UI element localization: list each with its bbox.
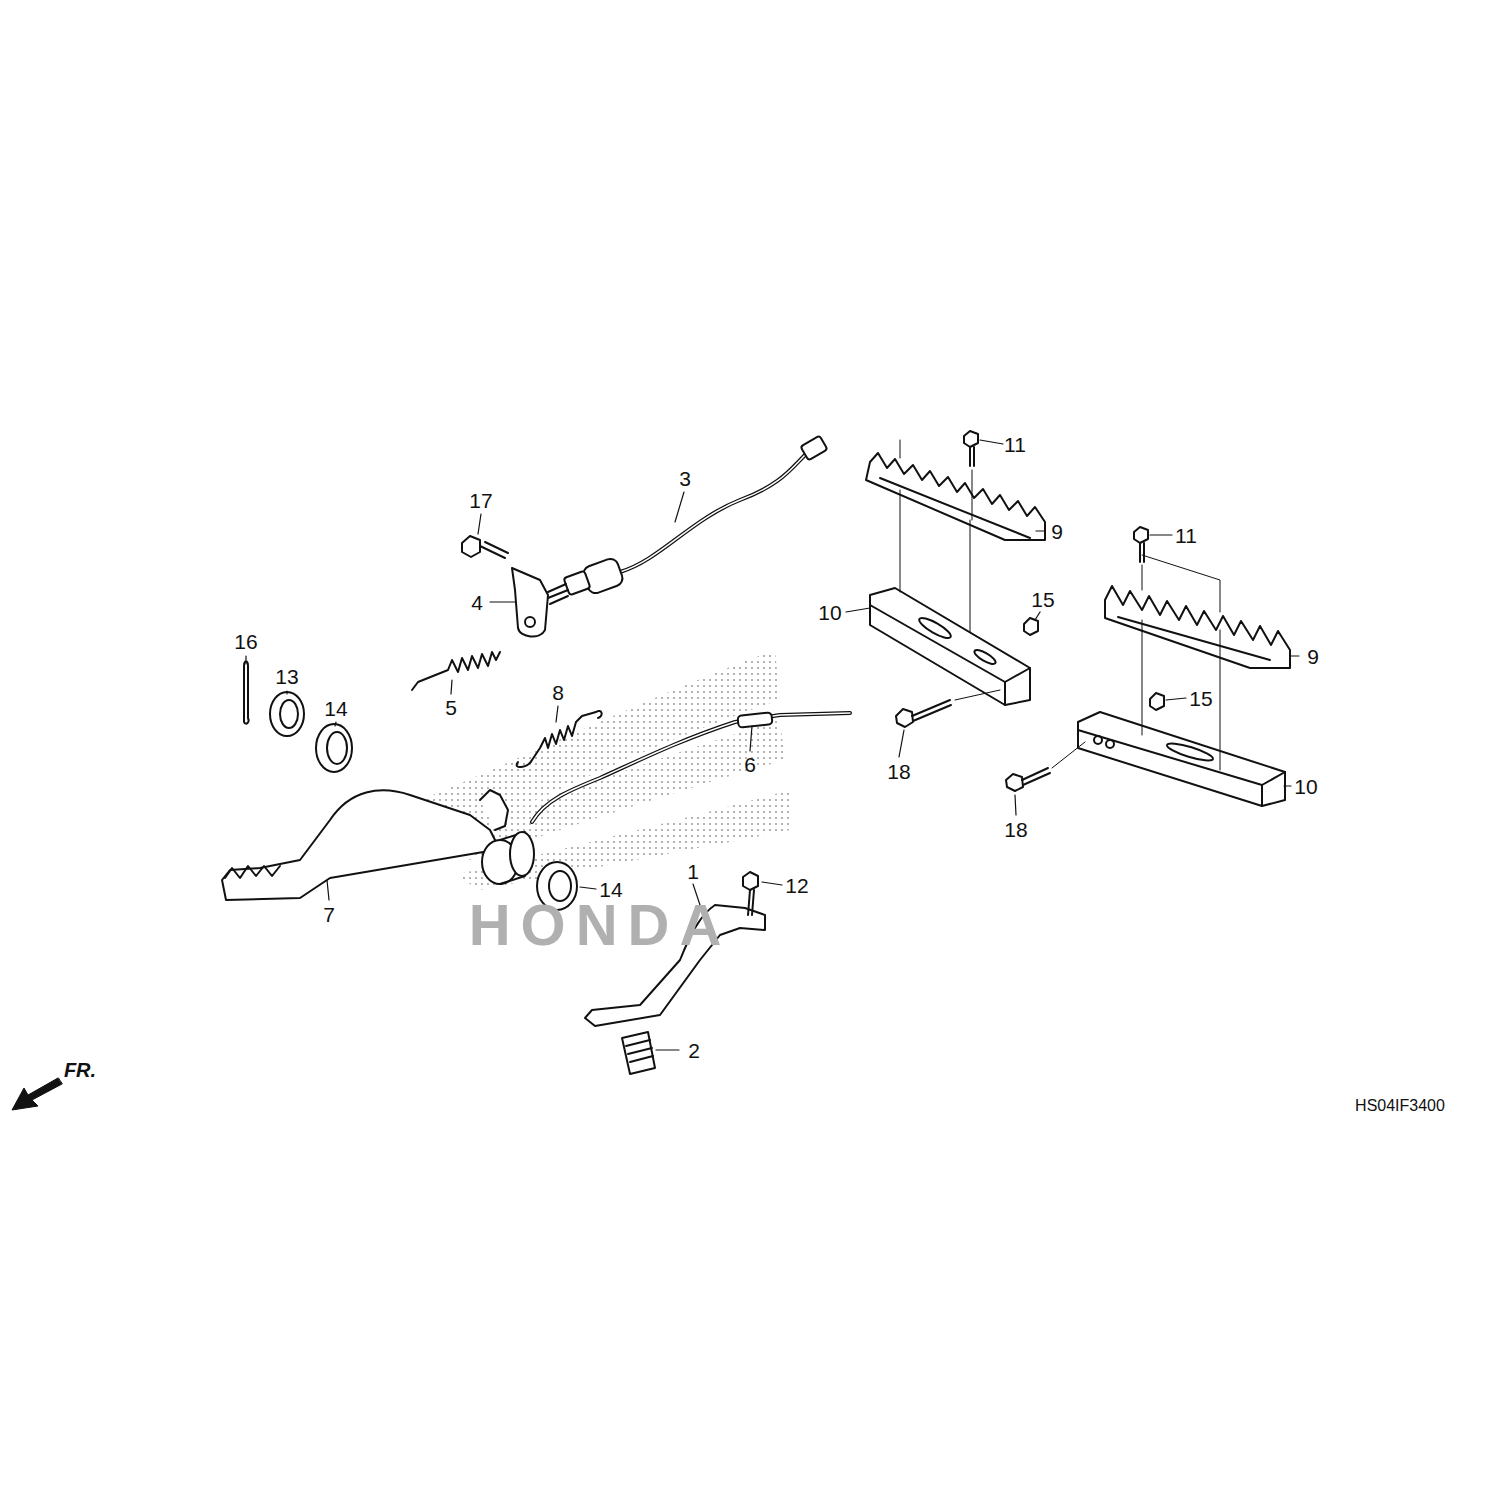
callout-number: 3 xyxy=(679,468,691,489)
callout-number: 18 xyxy=(887,761,910,782)
watermark: HONDA xyxy=(469,896,732,954)
diagram-code: HS04IF3400 xyxy=(1355,1098,1445,1114)
callout-number: 17 xyxy=(469,490,492,511)
direction-label: FR. xyxy=(64,1060,96,1080)
callout-number: 1 xyxy=(687,861,699,882)
callout-number: 8 xyxy=(552,682,564,703)
callout-number: 13 xyxy=(275,666,298,687)
callout-number: 6 xyxy=(744,754,756,775)
callout-number: 11 xyxy=(1175,525,1197,546)
callout-number: 9 xyxy=(1307,646,1319,667)
callout-number: 4 xyxy=(471,592,483,613)
callout-number: 2 xyxy=(688,1040,700,1061)
callout-number: 5 xyxy=(445,697,457,718)
callout-number: 16 xyxy=(234,631,257,652)
callout-number: 11 xyxy=(1004,434,1026,455)
callout-number: 15 xyxy=(1189,688,1212,709)
callout-number: 12 xyxy=(785,875,808,896)
callout-number: 14 xyxy=(324,698,347,719)
callout-number: 18 xyxy=(1004,819,1027,840)
callout-number: 9 xyxy=(1051,521,1063,542)
callout-number: 10 xyxy=(1294,776,1317,797)
callout-number: 7 xyxy=(323,904,335,925)
callout-number: 15 xyxy=(1031,589,1054,610)
callout-number: 10 xyxy=(818,602,841,623)
